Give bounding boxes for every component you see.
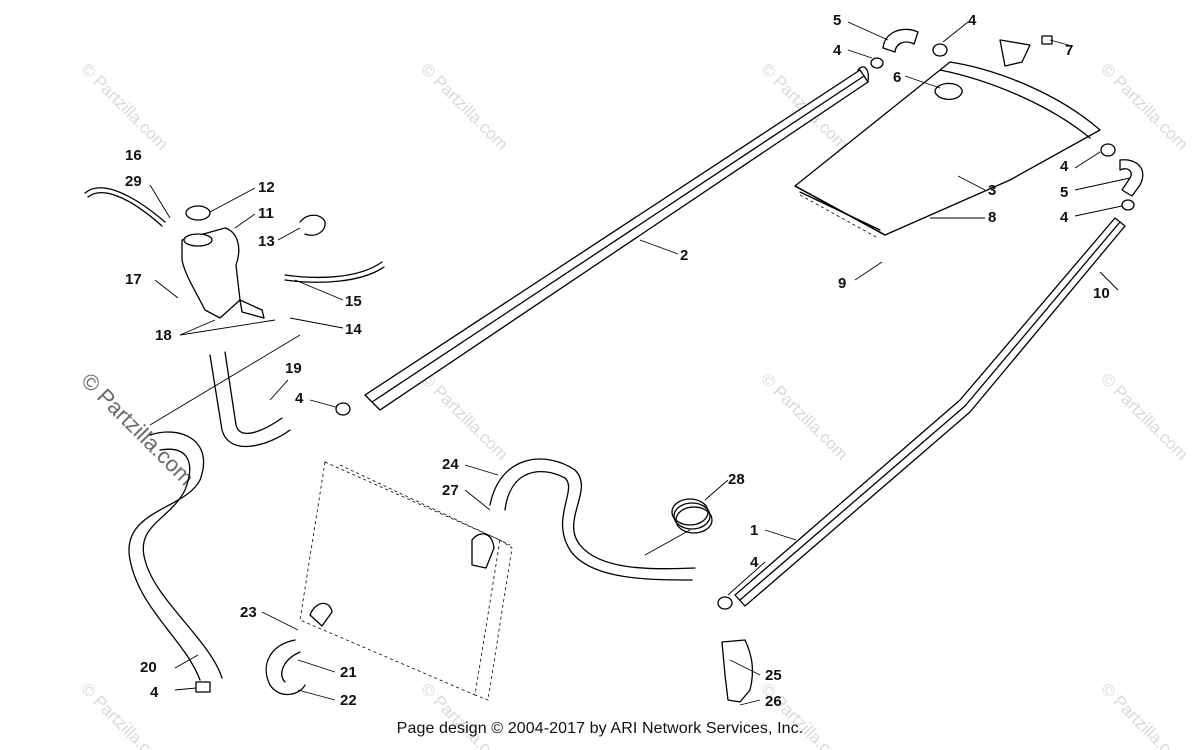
watermark: © Partzilla.com: [77, 59, 171, 153]
callout-17: 17: [125, 271, 142, 288]
callout-5: 5: [833, 12, 841, 29]
callout-29: 29: [125, 173, 142, 190]
callout-25: 25: [765, 667, 782, 684]
callout-4: 4: [150, 684, 159, 701]
clamp-parts: [195, 43, 1135, 693]
part-22-hose: [265, 639, 306, 696]
callout-11: 11: [258, 205, 274, 222]
part-20-hose: [128, 431, 205, 681]
callout-7: 7: [1065, 42, 1073, 59]
part-22-hose-edge: [281, 651, 301, 683]
callout-4: 4: [295, 390, 304, 407]
watermark: © Partzilla.com: [417, 679, 511, 750]
callout-27: 27: [442, 482, 459, 499]
callout-9: 9: [838, 275, 846, 292]
callout-2: 2: [680, 247, 688, 264]
callout-13: 13: [258, 233, 275, 250]
part-15-overflow-hose-edge: [284, 266, 385, 283]
watermark: © Partzilla.com: [417, 59, 511, 153]
callout-4: 4: [968, 12, 977, 29]
watermark: © Partzilla.com: [417, 369, 511, 463]
part-20-hose-edge: [142, 448, 223, 679]
callout-21: 21: [340, 664, 357, 681]
part-7-bracket: [999, 35, 1053, 67]
part-16-vent-hose-edge: [87, 192, 163, 227]
part-16-vent-hose: [84, 187, 166, 223]
part-6-cap: [934, 82, 963, 100]
part-25-bracket: [721, 639, 754, 703]
watermark-large: © Partzilla.com: [76, 368, 199, 491]
watermark: © Partzilla.com: [757, 369, 851, 463]
callout-14: 14: [345, 321, 362, 338]
callout-15: 15: [345, 293, 362, 310]
callout-26: 26: [765, 693, 782, 710]
watermark: © Partzilla.com: [757, 679, 851, 750]
callout-5: 5: [1060, 184, 1068, 201]
callout-4: 4: [750, 554, 759, 571]
callout-4: 4: [1060, 209, 1069, 226]
part-24-hose-edge: [504, 470, 693, 581]
callout-4: 4: [1060, 158, 1069, 175]
watermark: © Partzilla.com: [1097, 679, 1191, 750]
part-3-heat-exchanger: [794, 61, 1101, 239]
leader-lines: [149, 21, 1131, 706]
callout-10: 10: [1093, 285, 1110, 302]
part-2-coolant-tube: [364, 66, 869, 411]
part-28-spring-clamp: [671, 498, 713, 534]
callout-3: 3: [988, 182, 996, 199]
callout-8: 8: [988, 209, 996, 226]
callout-16: 16: [125, 147, 142, 164]
part-1-coolant-tube: [734, 217, 1126, 607]
callout-1: 1: [750, 522, 758, 539]
callout-12: 12: [258, 179, 275, 196]
callout-24: 24: [442, 456, 459, 473]
callout-28: 28: [728, 471, 745, 488]
callout-6: 6: [893, 69, 901, 86]
callout-20: 20: [140, 659, 157, 676]
part-15-overflow-hose: [284, 261, 383, 279]
callout-4: 4: [833, 42, 842, 59]
watermark: © Partzilla.com: [1097, 59, 1191, 153]
watermark: © Partzilla.com: [1097, 369, 1191, 463]
part-5-hose-top: [882, 28, 919, 53]
callout-labels: 5 4 4 7 6 4 5 4 3 8 9 10 2 16 29 12 11 1…: [125, 12, 1110, 710]
radiator-outline: [299, 461, 513, 701]
callout-18: 18: [155, 327, 172, 344]
callout-22: 22: [340, 692, 357, 709]
part-11-coolant-reservoir: [181, 205, 265, 319]
part-13-ring: [299, 214, 326, 236]
part-5-hose-right: [1119, 159, 1144, 197]
part-19-hose-edge: [224, 351, 283, 435]
callout-23: 23: [240, 604, 257, 621]
part-19-hose: [209, 354, 291, 448]
part-24-hose: [489, 458, 696, 570]
callout-19: 19: [285, 360, 302, 377]
copyright-footer: Page design © 2004-2017 by ARI Network S…: [396, 720, 804, 737]
